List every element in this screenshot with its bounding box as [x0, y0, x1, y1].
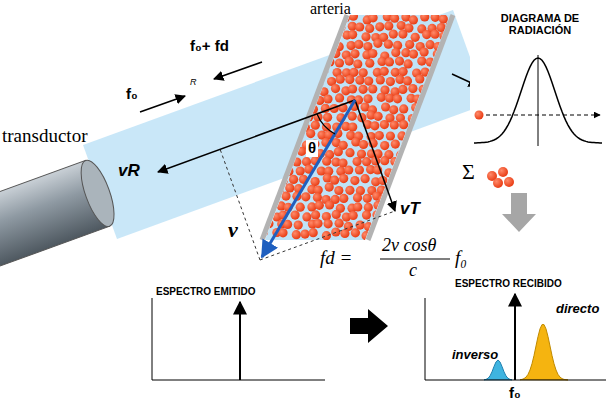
formula-numerator: 2v cosθ	[382, 236, 436, 256]
transform-arrow	[350, 309, 388, 343]
vessel-label: arteria	[310, 0, 351, 18]
formula-factor: f₀	[455, 248, 467, 269]
peak-label: inverso	[452, 348, 498, 362]
transducer	[0, 156, 121, 267]
formula-lhs: fd =	[320, 248, 352, 269]
scatterer-cluster	[487, 167, 514, 188]
sum-symbol: Σ	[462, 160, 475, 184]
transducer-label: transductor	[2, 126, 87, 147]
transverse-velocity: vT	[400, 200, 420, 219]
velocity-vectors	[158, 100, 395, 260]
radiation-pattern	[470, 52, 608, 150]
angle-label: θ	[306, 140, 318, 157]
echo-wave-arrow	[214, 62, 262, 79]
emitted-spectrum	[152, 298, 325, 380]
spectrum-title: ESPECTRO EMITIDO	[156, 286, 255, 297]
received-spectrum	[425, 294, 606, 380]
diagram-heading: DIAGRAMA DE RADIACIÓN	[470, 12, 610, 36]
spectrum-title: ESPECTRO RECIBIDO	[455, 278, 562, 289]
echo-frequency: f₀+ fd	[190, 38, 229, 55]
fraction-bar	[380, 258, 450, 259]
emitted-frequency: f₀	[126, 86, 138, 103]
formula-denominator: c	[409, 261, 417, 281]
peak-label: directo	[556, 302, 599, 316]
emitted-wave-arrow	[140, 96, 185, 112]
marker-letter: R	[190, 78, 197, 88]
radial-velocity: vR	[118, 162, 140, 181]
artery	[248, 12, 467, 241]
velocity-label: v	[228, 218, 238, 242]
process-arrow	[502, 193, 536, 232]
axis-frequency: f₀	[509, 385, 521, 402]
ultrasound-beam	[83, 10, 487, 239]
